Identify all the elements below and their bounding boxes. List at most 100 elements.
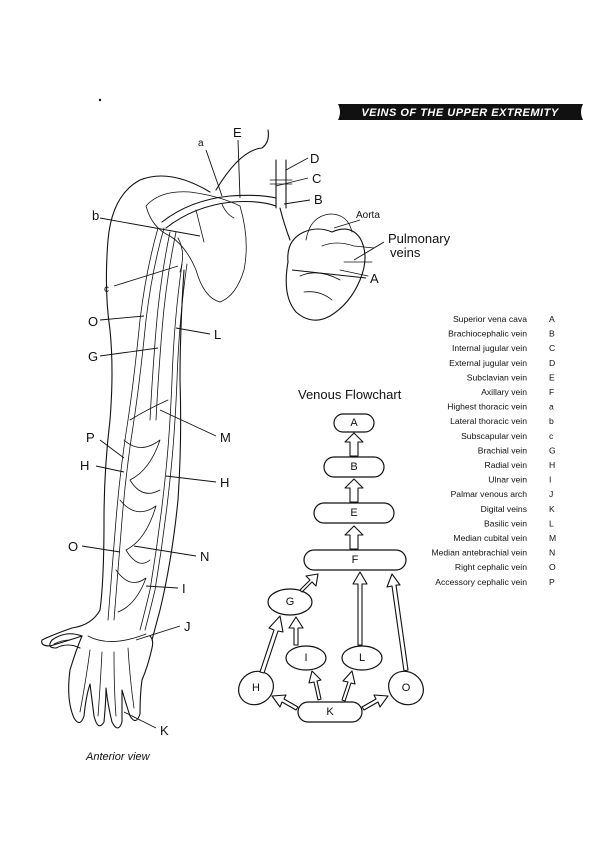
pulmonary-veins-lines — [339, 261, 373, 277]
leader-C — [275, 177, 309, 187]
label-aorta: Aorta — [356, 210, 380, 221]
arrow-K-to-I — [308, 670, 322, 701]
leader-lines — [81, 139, 385, 729]
digital-vein-3 — [113, 651, 117, 717]
flow-node-O: O — [388, 670, 424, 706]
subclavian-vein — [161, 194, 277, 223]
heart-inner-detail — [299, 272, 341, 301]
leader-O-upper — [99, 315, 145, 321]
legend-item-key: I — [549, 475, 551, 485]
stray-dot — [98, 98, 102, 102]
label-pulmonary-1: Pulmonary — [388, 231, 451, 246]
arm-illustration — [41, 129, 375, 729]
hand-outline — [68, 635, 154, 729]
basilic-vein-channel — [139, 263, 183, 631]
arrow-H-to-G — [259, 615, 284, 674]
flow-node-O-text: O — [402, 682, 411, 694]
flow-node-H-text: H — [252, 682, 260, 694]
title-banner-shape — [338, 104, 583, 120]
legend-item-name: Median cubital vein — [453, 533, 527, 543]
leader-pulmonary — [353, 241, 385, 261]
leader-N — [133, 545, 197, 557]
flow-node-L: L — [341, 645, 383, 671]
legend-item-key: O — [549, 562, 556, 572]
arrow-B-to-A — [344, 432, 364, 457]
flow-node-H: H — [238, 670, 274, 706]
flow-node-F: F — [303, 549, 407, 571]
legend-item-key: B — [549, 329, 555, 339]
flow-node-A-text: A — [350, 417, 358, 429]
label-K: K — [160, 723, 169, 738]
legend-item-key: c — [549, 431, 554, 441]
legend-item-key: A — [549, 314, 555, 324]
flow-node-I-text: I — [304, 652, 307, 664]
basilic-vein-channel-2 — [144, 263, 188, 631]
jugular-junction — [269, 179, 293, 185]
subscapular-vein — [177, 237, 183, 273]
flow-node-E: E — [313, 502, 395, 524]
leader-D — [285, 157, 309, 171]
digital-vein-2 — [97, 651, 103, 717]
forearm-vein-mesh-1 — [123, 439, 161, 494]
legend-item-name: Right cephalic vein — [455, 562, 527, 572]
leader-H-right — [165, 475, 217, 483]
flow-node-B-text: B — [350, 461, 357, 473]
leader-B — [283, 199, 311, 205]
arm-medial-outline — [151, 269, 185, 641]
leader-H-left — [95, 465, 125, 473]
legend-item-key: b — [549, 416, 554, 426]
label-b: b — [92, 208, 99, 223]
legend-item-name: Superior vena cava — [453, 314, 527, 324]
legend-item-name: Ulnar vein — [488, 475, 527, 485]
median-cubital-vein — [129, 399, 169, 421]
legend-item-name: Highest thoracic vein — [447, 402, 527, 412]
leader-P — [99, 439, 125, 459]
legend-item-name: Lateral thoracic vein — [450, 416, 527, 426]
label-H-left: H — [80, 458, 89, 473]
label-O-upper: O — [88, 314, 98, 329]
legend-item-key: G — [549, 445, 556, 455]
label-E: E — [233, 125, 242, 140]
arrow-F-to-E — [344, 525, 364, 550]
legend-item-name: Accessory cephalic vein — [435, 577, 527, 587]
label-G: G — [88, 349, 98, 364]
legend-item-name: External jugular vein — [449, 358, 527, 368]
legend-item-key: N — [549, 548, 555, 558]
flowchart-title: Venous Flowchart — [298, 387, 402, 402]
highest-thoracic-vein — [221, 203, 235, 219]
legend-item-key: H — [549, 460, 555, 470]
leader-aorta — [333, 219, 361, 229]
diagram-labels: a E D C B b c O L G M P H H O N I J K A … — [68, 125, 451, 738]
leader-K — [123, 711, 157, 729]
leader-L — [175, 327, 211, 335]
heart-outline — [285, 228, 366, 321]
digital-vein-4 — [127, 647, 135, 709]
leader-a — [205, 149, 223, 197]
aortic-arch — [305, 213, 353, 241]
forearm-vein-mesh-3 — [115, 569, 147, 613]
legend-item-name: Internal jugular vein — [452, 343, 527, 353]
legend-item-name: Basilic vein — [484, 518, 527, 528]
legend-item-name: Digital veins — [481, 504, 527, 514]
flow-node-I: I — [285, 645, 327, 671]
legend-item-key: K — [549, 504, 555, 514]
label-D: D — [310, 151, 319, 166]
legend-item-key: L — [549, 518, 554, 528]
scapula-outline — [145, 191, 247, 303]
legend-item-name: Radial vein — [484, 460, 527, 470]
arrow-K-to-O — [361, 694, 389, 711]
lateral-thoracic-vein — [195, 209, 205, 243]
neck-outline — [215, 129, 269, 191]
flow-node-K: K — [297, 701, 363, 723]
label-J: J — [184, 619, 191, 634]
legend-item-name: Subscapular vein — [461, 431, 527, 441]
digital-vein-5 — [53, 639, 71, 645]
arrow-L-to-F — [352, 571, 368, 646]
legend-item-name: Brachiocephalic vein — [448, 329, 527, 339]
brachial-vein-channel-2 — [155, 231, 177, 421]
flow-node-B: B — [323, 456, 385, 478]
palmar-arch — [87, 633, 147, 642]
flow-node-E-text: E — [350, 507, 357, 519]
legend-item-key: P — [549, 577, 555, 587]
